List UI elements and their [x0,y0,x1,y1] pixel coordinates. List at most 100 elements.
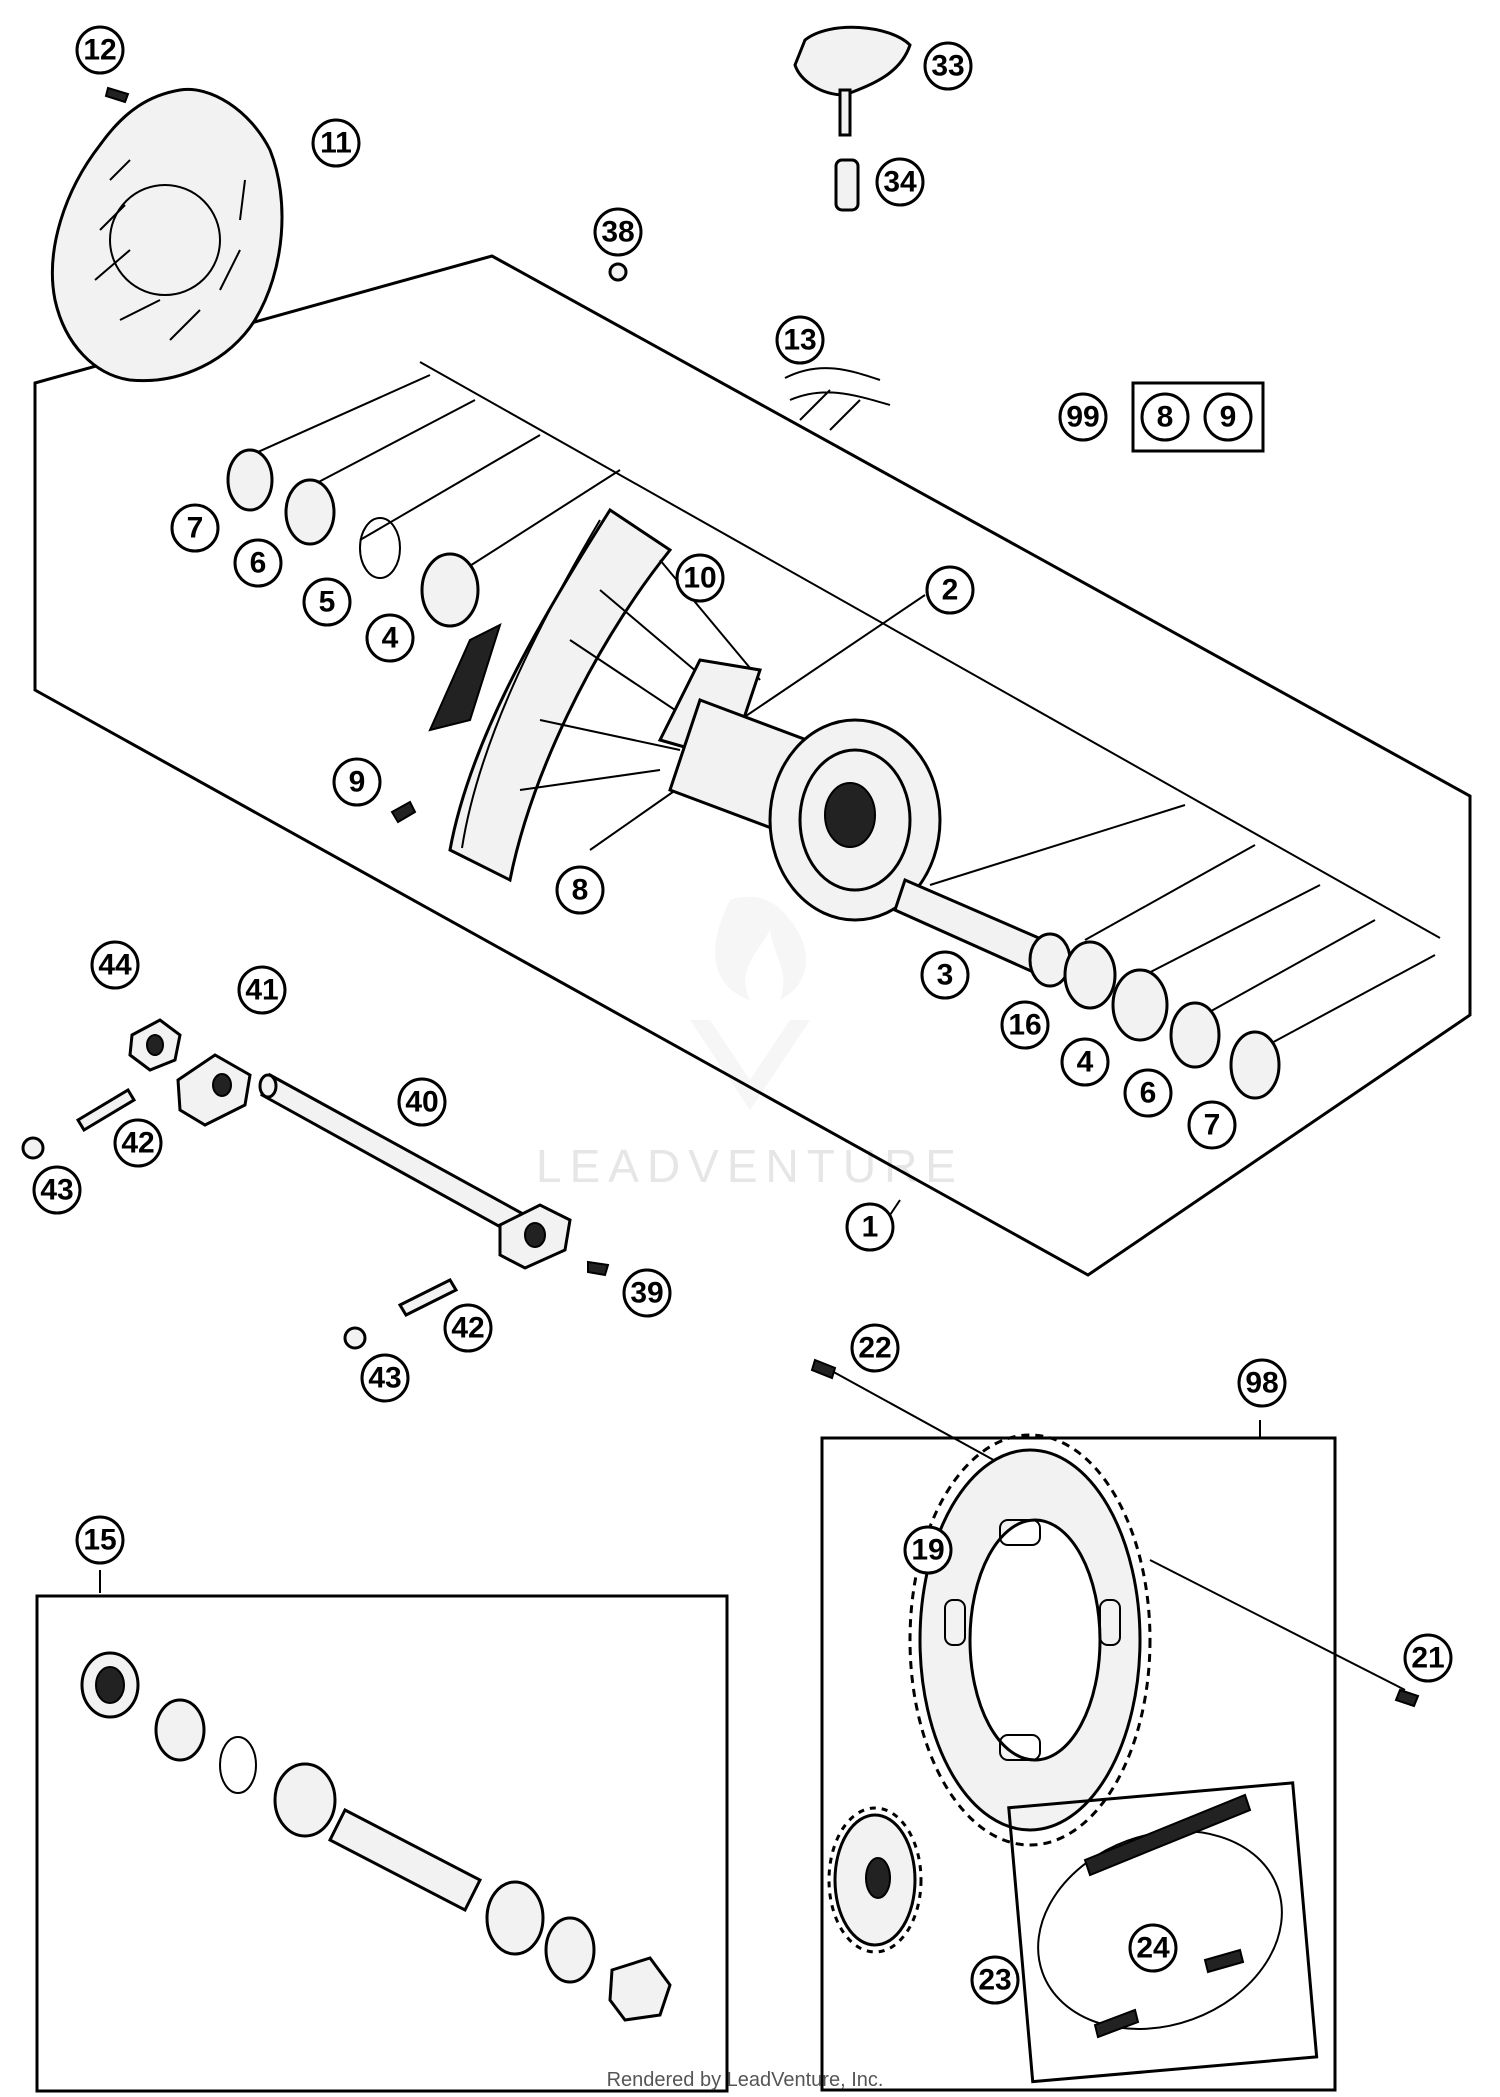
adjuster-screw-a [75,1087,137,1133]
svg-text:8: 8 [1157,401,1174,434]
callout-8-spoke: 8 [555,865,605,915]
svg-text:34: 34 [883,166,917,199]
svg-text:7: 7 [1204,1109,1221,1142]
callout-99: 99 [1058,392,1108,442]
svg-text:43: 43 [40,1174,73,1207]
callout-4-right: 4 [1060,1037,1110,1087]
hub [657,658,942,922]
svg-text:98: 98 [1245,1367,1278,1400]
callout-42-right: 42 [443,1303,493,1353]
callout-98: 98 [1237,1358,1287,1408]
wheel-assembly-outline [33,254,1472,1277]
bearing-left-7 [226,448,274,512]
footer-credit: Rendered by LeadVenture, Inc. [607,2069,884,2091]
callout-5: 5 [302,577,352,627]
callout-11: 11 [311,118,361,168]
svg-text:23: 23 [978,1964,1011,1997]
nut-b [343,1326,367,1350]
callout-3: 3 [920,950,970,1000]
svg-text:99: 99 [1066,401,1099,434]
svg-text:12: 12 [83,34,116,67]
bearing-left-4 [420,552,480,628]
spoke-kit-box [1131,381,1265,453]
screw-39 [587,1260,610,1277]
callout-7-left: 7 [170,503,220,553]
svg-text:7: 7 [187,512,204,545]
callout-21: 21 [1403,1633,1453,1683]
axle-nut [128,1018,182,1072]
chain-box [1007,1781,1319,2084]
callout-33: 33 [923,41,973,91]
svg-text:19: 19 [911,1534,944,1567]
watermark-logo [690,896,810,1110]
callout-2: 2 [925,565,975,615]
svg-text:4: 4 [382,622,399,655]
disc-bolt [104,86,130,104]
callout-40: 40 [397,1077,447,1127]
chain [1037,1793,1283,2039]
watermark-text: LEADVENTURE [536,1140,964,1192]
callout-42-left: 42 [113,1118,163,1168]
callout-34: 34 [875,157,925,207]
valve-cap [793,25,912,212]
sprocket-nut [1394,1688,1420,1708]
callout-19: 19 [903,1525,953,1575]
svg-text:38: 38 [601,216,634,249]
svg-text:43: 43 [368,1362,401,1395]
brake-disc [51,87,284,383]
valve [390,800,417,824]
callout-41: 41 [237,965,287,1015]
callout-6-right: 6 [1123,1068,1173,1118]
bearing-kit-box [35,1594,729,2093]
svg-text:42: 42 [121,1127,154,1160]
callout-13: 13 [775,315,825,365]
sprocket-bolt [810,1358,837,1380]
svg-text:10: 10 [683,562,716,595]
seal-right-6 [1169,1001,1221,1069]
svg-text:8: 8 [572,874,589,907]
callout-39: 39 [622,1268,672,1318]
callout-22: 22 [850,1323,900,1373]
svg-text:42: 42 [451,1312,484,1345]
svg-text:33: 33 [931,50,964,83]
rim-tape [784,367,891,431]
callout-9-valve: 9 [332,757,382,807]
bearing-kit-parts [80,1651,672,2022]
bearing-right-4 [1111,968,1169,1042]
callout-23: 23 [970,1955,1020,2005]
callout-7-right: 7 [1187,1100,1237,1150]
seal-left-6 [284,478,336,546]
svg-text:9: 9 [1220,401,1237,434]
wheel-axle [258,1072,572,1270]
callout-43-left: 43 [32,1165,82,1215]
svg-text:24: 24 [1136,1932,1170,1965]
svg-text:15: 15 [83,1524,116,1557]
svg-text:41: 41 [245,974,278,1007]
svg-text:11: 11 [320,127,352,160]
nut-a [21,1136,45,1160]
callout-38: 38 [593,207,643,257]
bearing-right-7 [1229,1030,1281,1100]
rear-sprocket [908,1433,1152,1847]
svg-text:9: 9 [349,766,366,799]
callout-9-kit: 9 [1203,392,1253,442]
callout-10: 10 [675,553,725,603]
svg-text:40: 40 [405,1086,438,1119]
callout-44: 44 [90,940,140,990]
svg-text:3: 3 [937,959,954,992]
svg-text:16: 16 [1008,1009,1041,1042]
callout-16: 16 [1000,1000,1050,1050]
svg-text:22: 22 [858,1332,891,1365]
svg-text:2: 2 [942,574,959,607]
svg-text:4: 4 [1077,1046,1094,1079]
circlip-left-5 [359,517,401,579]
seal-16 [1063,940,1117,1010]
svg-text:6: 6 [1140,1077,1157,1110]
svg-text:6: 6 [250,547,267,580]
callout-6-left: 6 [233,538,283,588]
callout-12: 12 [75,25,125,75]
svg-text:39: 39 [630,1277,663,1310]
hub-group-outline [419,361,1441,939]
callout-4-left: 4 [365,613,415,663]
